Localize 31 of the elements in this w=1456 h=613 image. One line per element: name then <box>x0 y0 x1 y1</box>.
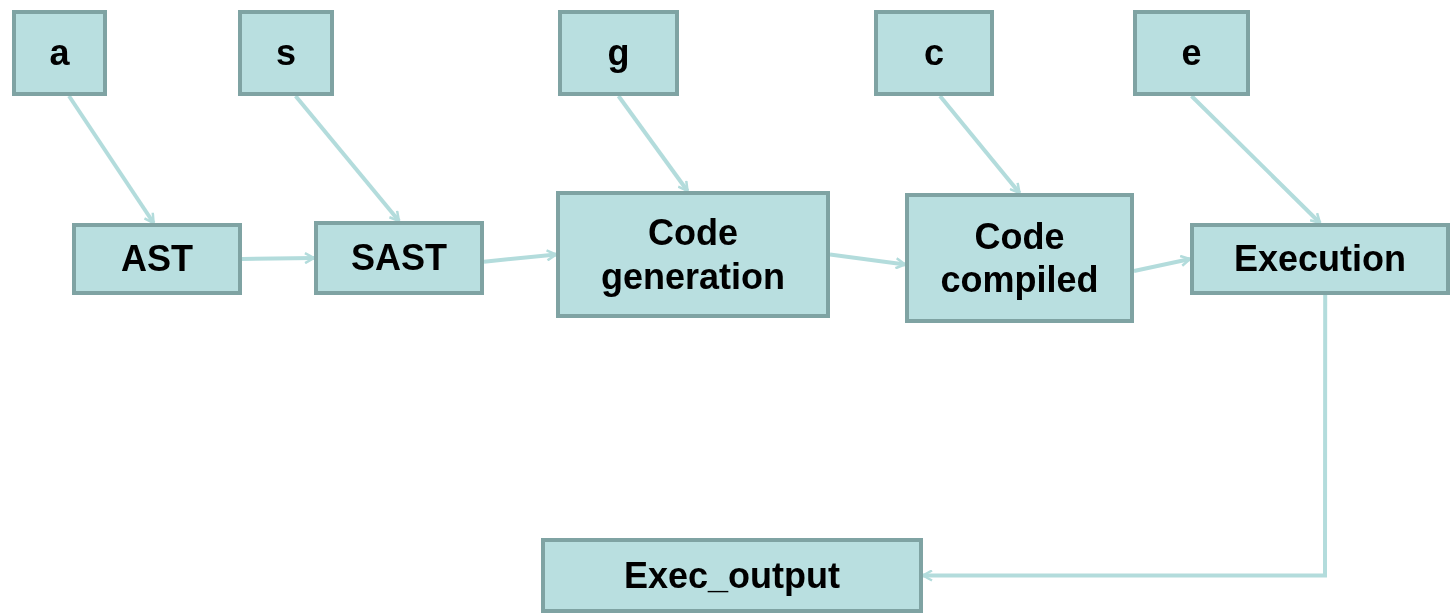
arrow <box>616 94 690 193</box>
box-label: Exec_output <box>623 553 840 598</box>
box-label: e <box>1181 31 1202 75</box>
arrow <box>829 252 907 270</box>
box-label: Execution <box>1233 237 1406 281</box>
arrow <box>938 94 1022 195</box>
arrow <box>67 94 156 225</box>
process-box <box>874 10 994 96</box>
arrow <box>483 249 558 264</box>
process-box <box>905 193 1134 323</box>
arrow <box>241 251 316 265</box>
box-label: Code compiled <box>939 214 1100 302</box>
process-box <box>12 10 107 96</box>
box-label: g <box>607 31 630 75</box>
arrow <box>1133 254 1192 273</box>
box-label: s <box>276 31 296 75</box>
process-box <box>556 191 830 318</box>
process-box <box>1133 10 1250 96</box>
box-label: c <box>924 31 944 75</box>
box-label: Code generation <box>600 211 786 298</box>
process-box <box>558 10 679 96</box>
process-box <box>238 10 334 96</box>
process-box <box>541 538 923 613</box>
process-box <box>314 221 484 295</box>
process-box <box>72 223 242 295</box>
box-label: AST <box>121 237 193 281</box>
box-label: a <box>49 31 70 75</box>
arrow <box>1190 94 1322 225</box>
arrow <box>294 94 401 223</box>
process-box <box>1190 223 1450 295</box>
box-label: SAST <box>351 236 447 280</box>
